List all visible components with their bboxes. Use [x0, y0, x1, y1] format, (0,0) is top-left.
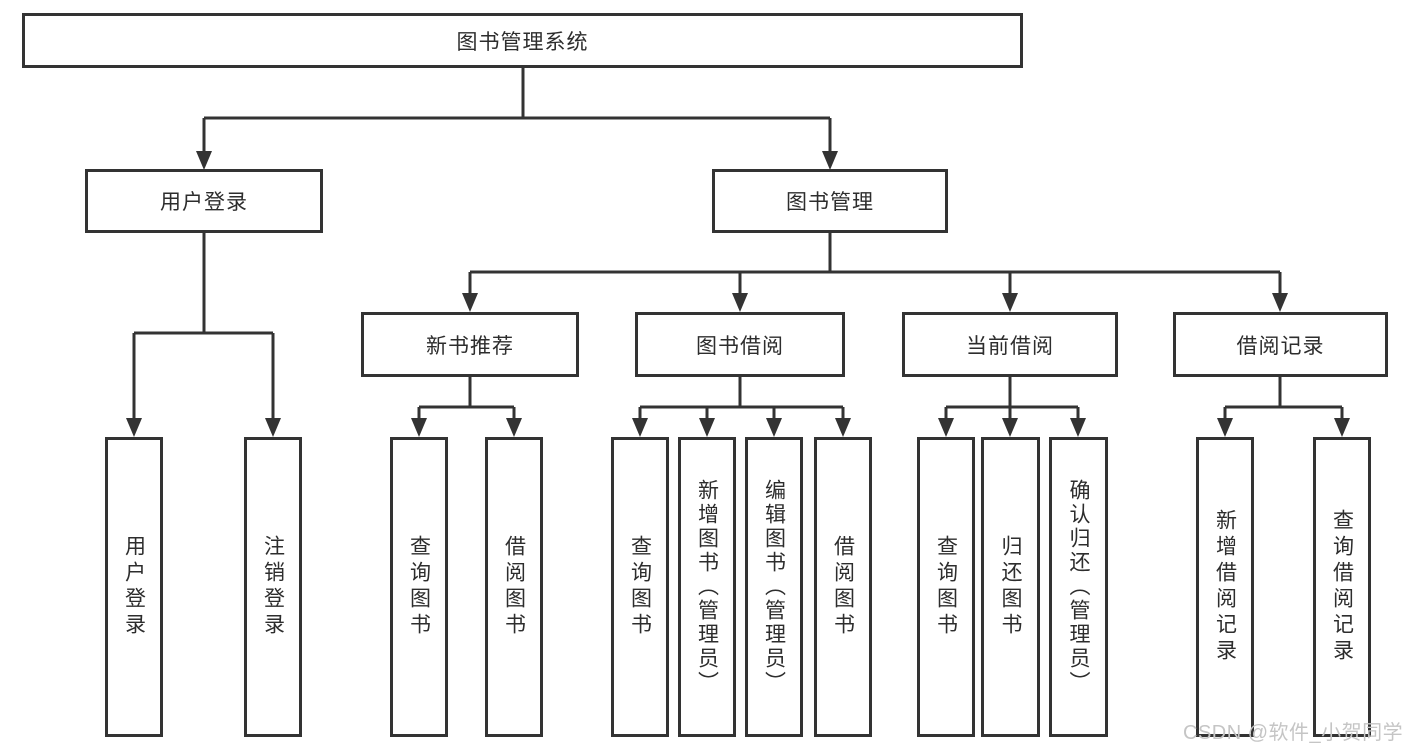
leaf-borrow-books-recommend: 借阅图书 — [485, 437, 543, 737]
node-borrow-record: 借阅记录 — [1173, 312, 1388, 377]
node-label: 图书管理 — [786, 191, 874, 214]
leaf-query-books-recommend: 查询图书 — [390, 437, 448, 737]
node-label: 图书借阅 — [696, 334, 784, 358]
node-book-management: 图书管理 — [712, 169, 948, 233]
node-label: 借阅图书 — [502, 535, 526, 639]
node-label: 查询图书 — [628, 535, 652, 639]
node-label: 查询图书 — [934, 535, 958, 639]
leaf-query-books-borrow: 查询图书 — [611, 437, 669, 737]
node-label: 编辑图书（管理员） — [762, 479, 786, 695]
node-label: 用户登录 — [160, 191, 248, 214]
node-book-borrow: 图书借阅 — [635, 312, 845, 377]
csdn-watermark: CSDN @软件_小贺同学 — [1183, 722, 1404, 744]
node-root-library-system: 图书管理系统 — [22, 13, 1023, 68]
node-label: 确认归还（管理员） — [1067, 479, 1090, 695]
node-label: 用户登录 — [122, 535, 146, 639]
node-label: 注销登录 — [261, 535, 285, 639]
leaf-add-borrow-record: 新增借阅记录 — [1196, 437, 1254, 737]
node-current-borrow: 当前借阅 — [902, 312, 1118, 377]
node-user-login: 用户登录 — [85, 169, 323, 233]
node-label: 借阅记录 — [1236, 334, 1325, 358]
node-label: 图书管理系统 — [456, 30, 589, 54]
leaf-logout: 注销登录 — [244, 437, 302, 737]
leaf-edit-books-admin: 编辑图书（管理员） — [745, 437, 803, 737]
node-label: 查询图书 — [407, 535, 431, 639]
leaf-borrow-books: 借阅图书 — [814, 437, 872, 737]
node-new-book-recommend: 新书推荐 — [361, 312, 579, 377]
node-label: 借阅图书 — [831, 535, 855, 639]
node-label: 新增图书（管理员） — [695, 479, 719, 695]
leaf-confirm-return-admin: 确认归还（管理员） — [1049, 437, 1108, 737]
node-label: 新书推荐 — [426, 334, 514, 358]
leaf-add-books-admin: 新增图书（管理员） — [678, 437, 736, 737]
node-label: 新增借阅记录 — [1213, 509, 1237, 665]
leaf-return-books: 归还图书 — [981, 437, 1040, 737]
node-label: 归还图书 — [999, 535, 1022, 639]
node-label: 当前借阅 — [966, 334, 1054, 358]
leaf-query-borrow-record: 查询借阅记录 — [1313, 437, 1371, 737]
leaf-query-books-current: 查询图书 — [917, 437, 975, 737]
leaf-user-login: 用户登录 — [105, 437, 163, 737]
node-label: 查询借阅记录 — [1330, 509, 1354, 665]
